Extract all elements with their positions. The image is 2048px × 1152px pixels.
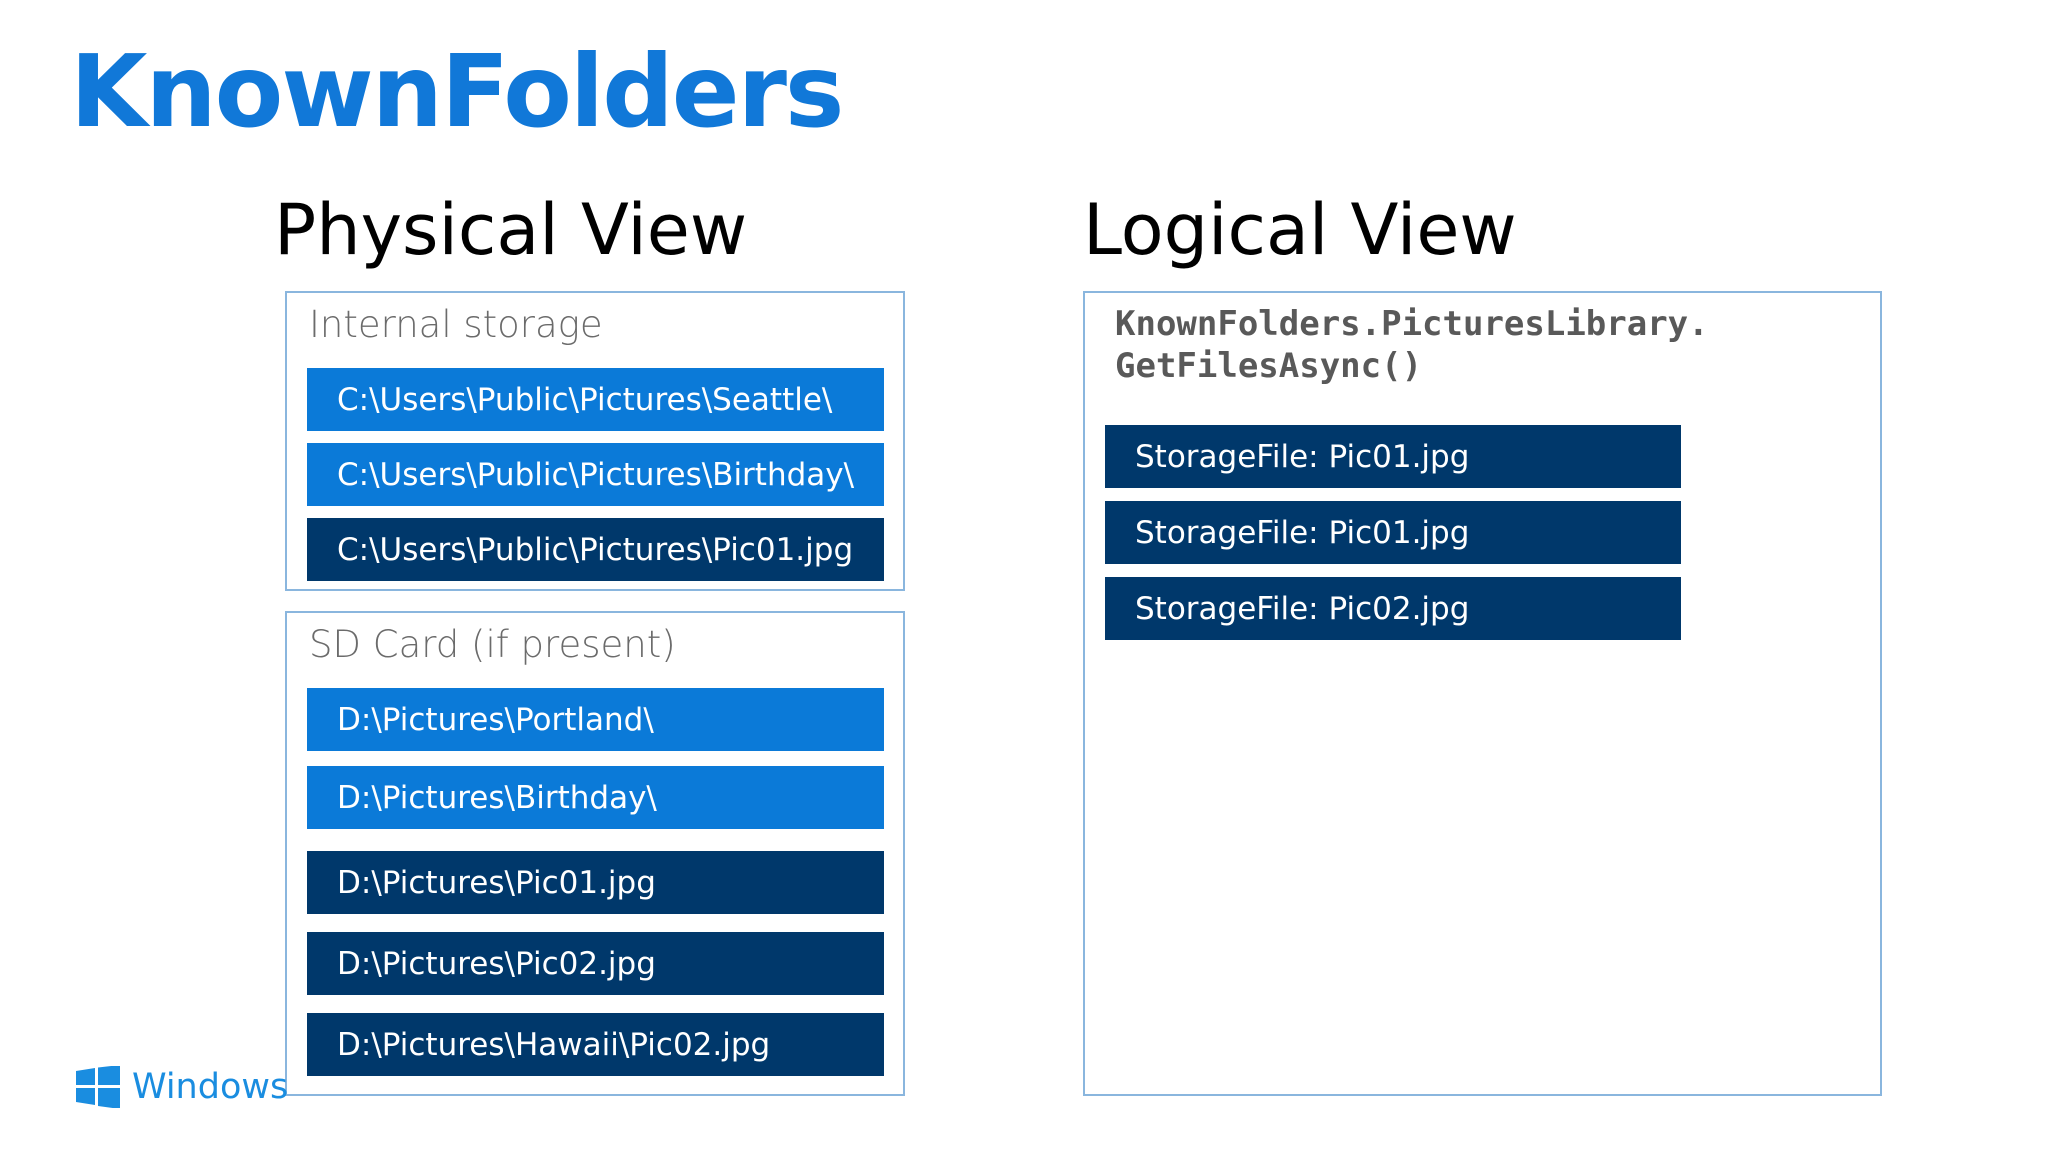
storage-file-item-1: StorageFile: Pic01.jpg <box>1105 501 1681 564</box>
api-call-code: KnownFolders.PicturesLibrary. GetFilesAs… <box>1115 303 1709 387</box>
logical-view-panel: KnownFolders.PicturesLibrary. GetFilesAs… <box>1083 291 1882 1096</box>
sd-item-3: D:\Pictures\Pic02.jpg <box>307 932 884 995</box>
logical-view-heading: Logical View <box>1083 189 1517 271</box>
windows-logo-icon <box>76 1066 120 1108</box>
windows-logo: Windows <box>76 1066 288 1108</box>
internal-item-0: C:\Users\Public\Pictures\Seattle\ <box>307 368 884 431</box>
sd-item-2: D:\Pictures\Pic01.jpg <box>307 851 884 914</box>
internal-storage-label: Internal storage <box>309 303 603 346</box>
internal-item-1: C:\Users\Public\Pictures\Birthday\ <box>307 443 884 506</box>
api-call-line-1: KnownFolders.PicturesLibrary. <box>1115 304 1709 344</box>
windows-logo-text: Windows <box>132 1067 289 1107</box>
sd-item-0: D:\Pictures\Portland\ <box>307 688 884 751</box>
sd-item-1: D:\Pictures\Birthday\ <box>307 766 884 829</box>
slide-title: KnownFolders <box>70 33 844 150</box>
storage-file-item-0: StorageFile: Pic01.jpg <box>1105 425 1681 488</box>
sd-item-4: D:\Pictures\Hawaii\Pic02.jpg <box>307 1013 884 1076</box>
api-call-line-2: GetFilesAsync() <box>1115 346 1423 386</box>
sd-card-panel: SD Card (if present) D:\Pictures\Portlan… <box>285 611 905 1096</box>
sd-card-label: SD Card (if present) <box>309 623 676 666</box>
physical-view-heading: Physical View <box>274 189 748 271</box>
storage-file-item-2: StorageFile: Pic02.jpg <box>1105 577 1681 640</box>
internal-item-2: C:\Users\Public\Pictures\Pic01.jpg <box>307 518 884 581</box>
internal-storage-panel: Internal storage C:\Users\Public\Picture… <box>285 291 905 591</box>
